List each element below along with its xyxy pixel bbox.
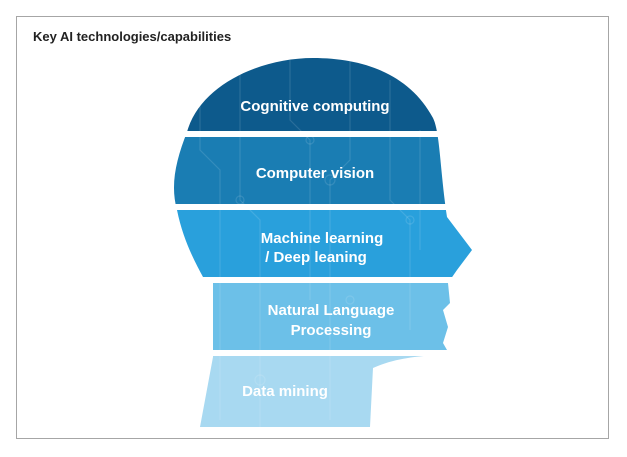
label-cognitive-computing: Cognitive computing — [240, 98, 389, 115]
layer-band-cognitive-computing — [173, 58, 473, 131]
label-computer-vision: Computer vision — [256, 165, 374, 182]
diagram-title: Key AI technologies/capabilities — [33, 29, 232, 44]
layer-band-computer-vision — [173, 137, 473, 204]
layer-band-machine-learning — [173, 210, 473, 277]
label-machine-learning: Machine learning/ Deep leaning — [261, 230, 384, 266]
layer-band-nlp — [173, 283, 473, 350]
circuit-pattern — [199, 60, 421, 427]
label-data-mining: Data mining — [242, 383, 328, 400]
